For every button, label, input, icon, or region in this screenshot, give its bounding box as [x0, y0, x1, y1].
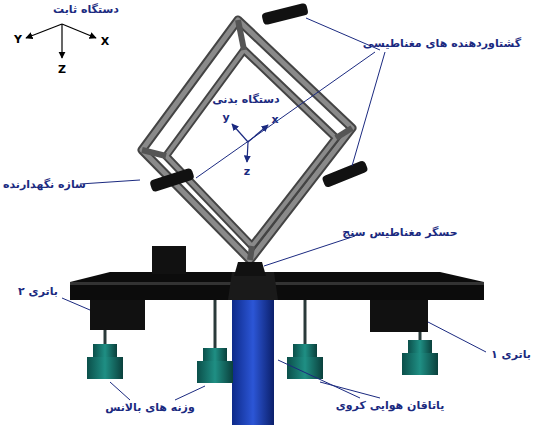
leader-line	[264, 236, 355, 266]
weight	[408, 340, 432, 354]
fixed-frame-axes	[26, 24, 96, 58]
magnetometer	[234, 262, 266, 276]
frame-title: دستگاه ثابت	[53, 3, 119, 16]
leader-line	[428, 322, 486, 352]
leader-line	[196, 52, 375, 178]
axis-letter: x	[271, 113, 278, 126]
axis-letter: Y	[14, 33, 22, 46]
frame-face	[142, 20, 352, 260]
leader-line	[320, 382, 380, 398]
platform-edge	[70, 282, 484, 285]
battery	[90, 296, 145, 330]
leader-line	[62, 298, 90, 310]
leader-lines	[62, 18, 486, 400]
axis-letter: Z	[58, 63, 66, 76]
battery	[370, 296, 428, 332]
leader-line	[110, 382, 130, 400]
leader-line	[175, 386, 205, 400]
magnetic-torquer	[321, 160, 368, 188]
axis-line	[247, 142, 248, 162]
magnetic-torquer	[149, 167, 195, 192]
bearing-cup	[228, 272, 278, 300]
weight	[203, 348, 227, 362]
weight	[197, 361, 233, 383]
support-frame	[142, 20, 352, 260]
electronics-box	[152, 246, 186, 274]
frame-bar	[250, 246, 252, 260]
body-frame-axes	[232, 124, 268, 162]
magnetic-torquer	[261, 3, 309, 26]
part-label: گشتاوردهنده های مغناطیسی	[363, 37, 521, 50]
frame-bar	[142, 150, 166, 156]
weight	[293, 344, 317, 358]
bearing-column	[232, 300, 274, 425]
frame-face	[166, 50, 336, 246]
frame-face	[166, 50, 336, 246]
weight	[87, 357, 123, 379]
axis-line	[26, 24, 62, 38]
part-label: باتری ۲	[18, 285, 58, 298]
part-label: باتری ۱	[491, 348, 531, 361]
part-label: سازه نگهدارنده	[3, 178, 86, 191]
weight-rod	[214, 300, 217, 350]
axis-line	[61, 24, 62, 58]
leader-line	[80, 180, 140, 184]
frame-title: دستگاه بدنی	[212, 93, 280, 106]
axis-line	[62, 24, 96, 38]
axis-letter: X	[101, 35, 109, 48]
weight-rod	[304, 300, 307, 346]
frame-bar	[238, 20, 244, 50]
leader-line	[278, 360, 360, 398]
part-label: یاتاقان هوایی کروی	[336, 399, 445, 412]
weight	[287, 357, 323, 379]
frame-bar	[336, 128, 352, 138]
leader-line	[352, 52, 385, 166]
frame-face	[142, 20, 352, 260]
axis-letter: z	[244, 165, 250, 178]
platform	[70, 272, 484, 300]
axis-letter: y	[222, 111, 229, 124]
part-label: وزنه های بالانس	[105, 401, 195, 414]
weight	[93, 344, 117, 358]
axis-line	[232, 124, 248, 142]
part-label: حسگر مغناطیس سنج	[342, 226, 457, 239]
weight	[402, 353, 438, 375]
